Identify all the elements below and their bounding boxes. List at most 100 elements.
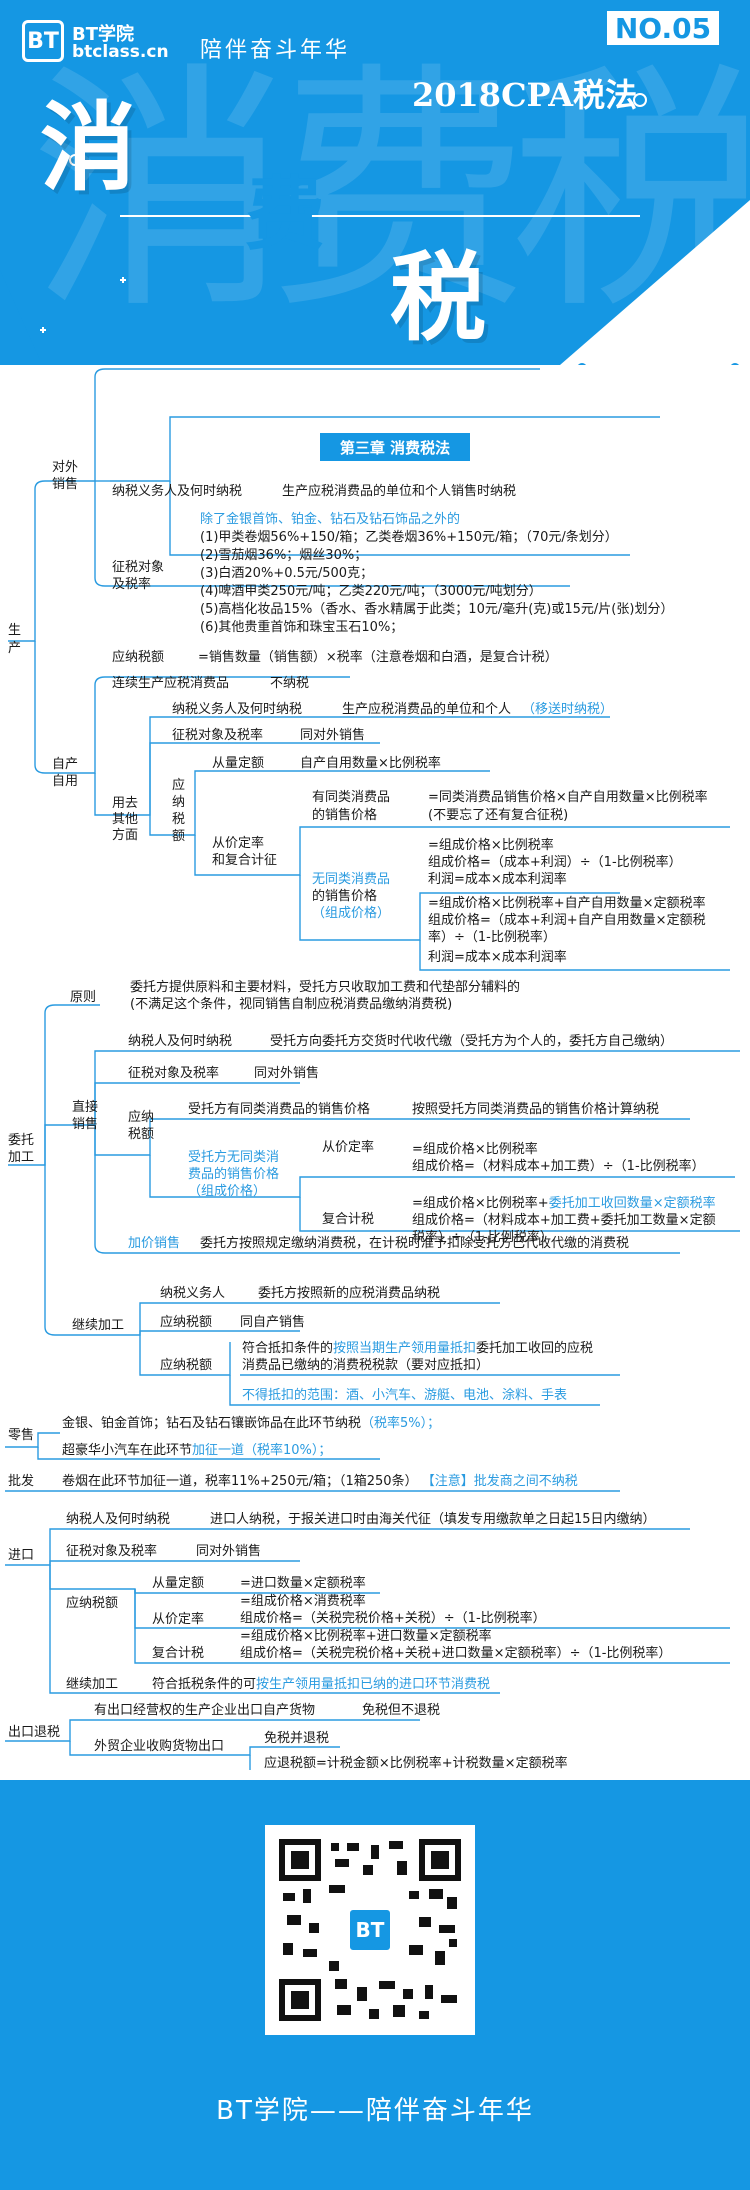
node-jxjg: 继续加工 bbox=[72, 1318, 125, 1333]
header-watermark: 消费税 bbox=[30, 42, 750, 344]
node-jk-fh-value-1: =组成价格×比例税率+进口数量×定额税率 bbox=[240, 1629, 492, 1644]
node-wt-wtl-3: （组成价格） bbox=[188, 1184, 267, 1199]
node-zsdx4-value: 同对外销售 bbox=[254, 1066, 320, 1081]
node-ynse3: 应纳税额 bbox=[160, 1358, 213, 1373]
node-fhjs: 复合计税 bbox=[322, 1212, 375, 1227]
node-jk-fh-value-2: 组成价格=（关税完税价格+关税+进口数量×定额税率）÷（1-比例税率） bbox=[240, 1646, 672, 1661]
node-lingshou-value-1: 金银、铂金首饰；钻石及钻石镶嵌饰品在此环节纳税（税率5%）； bbox=[62, 1416, 441, 1431]
node-jk-yn: 应纳税额 bbox=[66, 1596, 119, 1611]
rate-5: (5)高档化妆品15%（香水、香水精属于此类；10元/毫升(克)或15元/片(张… bbox=[200, 602, 674, 617]
node-yn-5: 应纳 bbox=[128, 1110, 155, 1125]
node-nsyw2: 纳税义务人及何时纳税 bbox=[172, 702, 303, 717]
node-jinkou: 进口 bbox=[8, 1548, 35, 1563]
node-jk-ns: 纳税人及何时纳税 bbox=[66, 1512, 171, 1527]
node-zhijie-1: 直接 bbox=[72, 1100, 99, 1115]
node-cj-2: 和复合计征 bbox=[212, 853, 278, 868]
node-lianxu: 连续生产应税消费品 bbox=[112, 676, 230, 691]
node-yn-1: 应 bbox=[172, 778, 186, 793]
qr-bt-logo-icon: BT bbox=[347, 1907, 393, 1953]
node-ck-2: 外贸企业收购货物出口 bbox=[94, 1739, 225, 1754]
node-yn-4: 额 bbox=[172, 829, 186, 844]
qr-code[interactable]: BT bbox=[265, 1825, 475, 2035]
zc-a-3: 利润=成本×成本利润率 bbox=[428, 872, 567, 887]
rate-2: (2)雪茄烟36%；烟丝30%； bbox=[200, 548, 368, 563]
node-jk-jx: 继续加工 bbox=[66, 1677, 119, 1692]
header-banner: 消费税 BT BT学院 btclass.cn 陪伴奋斗年华 NO.05 2018… bbox=[0, 0, 750, 365]
node-jk-zs-value: 同对外销售 bbox=[196, 1544, 262, 1559]
node-yuanze-value-2: (不满足这个条件，视同销售自制应税消费品缴纳消费税) bbox=[130, 997, 453, 1012]
node-zsdx-1: 征税对象 bbox=[112, 560, 165, 575]
node-ck-1-value: 免税但不退税 bbox=[362, 1703, 441, 1718]
node-zsdx3-value: 同对外销售 bbox=[300, 728, 366, 743]
logo-name: BT学院 bbox=[72, 24, 134, 45]
node-yongqu-3: 方面 bbox=[112, 828, 139, 843]
node-duiwai-2: 销售 bbox=[52, 477, 79, 492]
logo-domain: btclass.cn bbox=[72, 42, 169, 62]
node-jk-fh: 复合计税 bbox=[152, 1646, 205, 1661]
map-text-layer: 纳税义务人及何时纳税 生产应税消费品的单位和个人销售时纳税 征税对象 及税率 除… bbox=[8, 484, 716, 1771]
rate-6: (6)其他贵重首饰和珠宝玉石10%； bbox=[200, 620, 404, 635]
title-char-3: 税 bbox=[390, 241, 486, 354]
node-kd-2: 消费品已缴纳的消费税税款（要对应抵扣） bbox=[242, 1358, 490, 1373]
node-weituo-1: 委托 bbox=[8, 1133, 35, 1148]
node-sheng: 生 bbox=[8, 623, 22, 638]
zc-b-1: =组成价格×比例税率+自产自用数量×定额税率 bbox=[428, 896, 706, 911]
chapter-title: 第三章 消费税法 bbox=[320, 433, 470, 461]
node-ynse2: 应纳税额 bbox=[160, 1315, 213, 1330]
mind-map: 第三章 消费税法 bbox=[0, 365, 750, 1770]
node-jk-zs: 征税对象及税率 bbox=[66, 1544, 158, 1559]
node-jjxs: 加价销售 bbox=[128, 1236, 181, 1251]
node-clde-value: 自产自用数量×比例税率 bbox=[300, 756, 441, 771]
node-kd-1: 符合抵扣条件的按照当期生产领用量抵扣委托加工收回的应税 bbox=[242, 1341, 594, 1356]
zc-b-2: 组成价格=（成本+利润+自产自用数量×定额税 bbox=[428, 913, 706, 928]
title-char-2: 费 bbox=[245, 167, 325, 261]
node-jk-cj-value-1: =组成价格×消费税率 bbox=[240, 1594, 366, 1609]
node-yongqu-1: 用去 bbox=[112, 796, 139, 811]
node-bkd: 不得抵扣的范围：酒、小汽车、游艇、电池、涂料、手表 bbox=[242, 1388, 568, 1403]
node-jk-cl: 从量定额 bbox=[152, 1576, 205, 1591]
issue-badge: NO.05 bbox=[604, 8, 722, 48]
node-yn-2: 纳 bbox=[172, 795, 186, 810]
node-ynse-value: =销售数量（销售额）×税率（注意卷烟和白酒，是复合计税） bbox=[198, 650, 558, 665]
node-nsyw-value: 生产应税消费品的单位和个人销售时纳税 bbox=[282, 484, 517, 499]
node-lingshou-value-2: 超豪华小汽车在此环节加征一道（税率10%）； bbox=[62, 1443, 332, 1458]
node-zsdx4: 征税对象及税率 bbox=[128, 1066, 220, 1081]
node-ytl-value-2: (不要忘了还有复合征税) bbox=[428, 808, 569, 823]
node-cjdl-value-2: 组成价格=（材料成本+加工费）÷（1-比例税率） bbox=[412, 1159, 705, 1174]
footer-slogan: BT学院——陪伴奋斗年华 bbox=[216, 2096, 534, 2126]
node-cjdl-value-1: =组成价格×比例税率 bbox=[412, 1142, 538, 1157]
node-jk-ns-value: 进口人纳税，于报关进口时由海关代征（填发专用缴款单之日起15日内缴纳） bbox=[210, 1512, 656, 1527]
node-yn-6: 税额 bbox=[128, 1127, 155, 1142]
node-nsyw: 纳税义务人及何时纳税 bbox=[112, 484, 243, 499]
header-slogan: 陪伴奋斗年华 bbox=[200, 38, 351, 63]
zc-a-1: =组成价格×比例税率 bbox=[428, 838, 554, 853]
node-nsyw3: 纳税人及何时纳税 bbox=[128, 1034, 233, 1049]
node-pifa: 批发 bbox=[8, 1474, 35, 1489]
node-ytl-1: 有同类消费品 bbox=[312, 790, 391, 805]
zc-b-4: 利润=成本×成本利润率 bbox=[428, 950, 567, 965]
header-divider bbox=[120, 215, 640, 217]
zc-b-3: 率）÷（1-比例税率） bbox=[428, 930, 556, 945]
node-ynse: 应纳税额 bbox=[112, 650, 165, 665]
node-yongqu-2: 其他 bbox=[112, 812, 139, 827]
subject-title: 2018CPA税法 bbox=[412, 76, 638, 114]
node-nsyw2-value: 生产应税消费品的单位和个人 bbox=[342, 702, 512, 717]
node-yuanze-value-1: 委托方提供原料和主要材料，受托方只收取加工费和代垫部分辅料的 bbox=[130, 980, 521, 995]
node-jk-jx-value: 符合抵税条件的可按生产领用量抵扣已纳的进口环节消费税 bbox=[152, 1677, 491, 1692]
node-chukou: 出口退税 bbox=[8, 1725, 61, 1740]
footer: BT BT学院——陪伴奋斗年华 bbox=[0, 1780, 750, 2190]
node-chan: 产 bbox=[8, 641, 22, 656]
rate-3: (3)白酒20%+0.5元/500克； bbox=[200, 566, 374, 581]
node-wt-ytl: 受托方有同类消费品的销售价格 bbox=[188, 1102, 371, 1117]
node-fhjs-value-1: =组成价格×比例税率+委托加工收回数量×定额税率 bbox=[412, 1196, 716, 1211]
node-ynse2-value: 同自产销售 bbox=[240, 1315, 306, 1330]
node-ck-2-value: 免税并退税 bbox=[264, 1731, 330, 1746]
node-wtl-1: 无同类消费品 bbox=[312, 872, 391, 887]
node-wtl-2: 的销售价格 bbox=[312, 889, 378, 904]
node-zichan-2: 自用 bbox=[52, 774, 79, 789]
node-fhjs-value-2: 组成价格=（材料成本+加工费+委托加工数量×定额 bbox=[412, 1213, 716, 1228]
node-jk-cl-value: =进口数量×定额税率 bbox=[240, 1576, 366, 1591]
node-zichan-1: 自产 bbox=[52, 757, 79, 772]
node-yn-3: 税 bbox=[172, 812, 186, 827]
node-fhjs-value-3: 税率）÷（1-比例税率） bbox=[412, 1230, 553, 1245]
